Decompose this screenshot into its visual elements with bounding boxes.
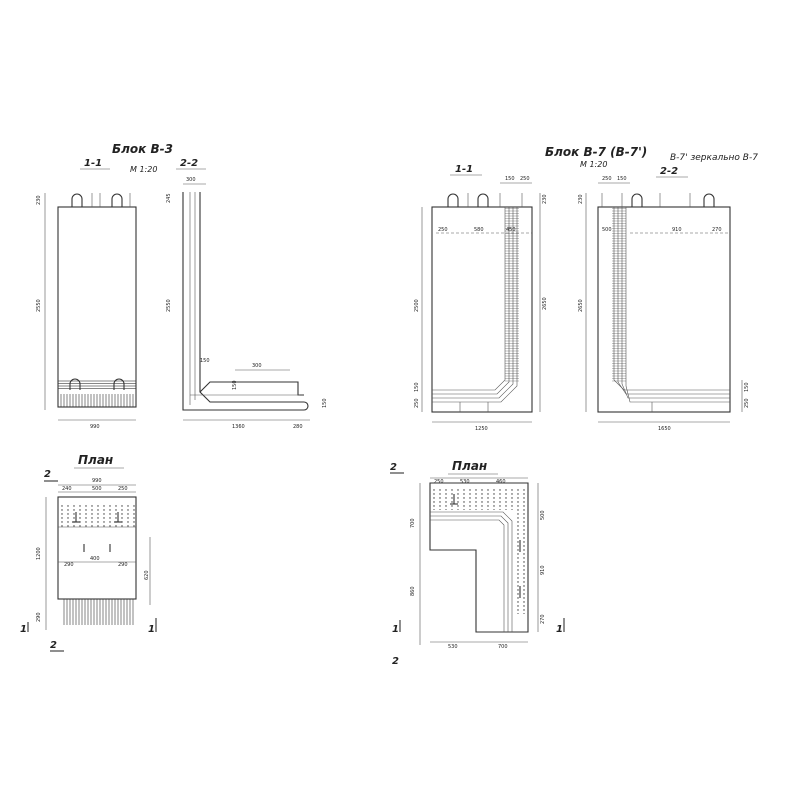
b7-s1-top-b: 250 bbox=[520, 176, 530, 182]
block-b7: Блок В-7 (В-7') М 1:20 В-7' зеркально В-… bbox=[390, 145, 758, 667]
b7-s2-inner-2: 270 bbox=[712, 227, 722, 233]
b3-plan-top-1: 240 bbox=[62, 486, 72, 492]
b3-plan-bottom: 290 bbox=[36, 612, 42, 622]
b3-cut-mark-right: 1 bbox=[148, 624, 155, 635]
b3-section-1-label: 1-1 bbox=[84, 158, 102, 169]
b3-cut-mark-top: 2 bbox=[44, 469, 51, 480]
b3-plan-top-2: 500 bbox=[92, 486, 102, 492]
b3-plan-mid-2: 400 bbox=[90, 556, 100, 562]
b7-plan-bottom-1: 530 bbox=[448, 644, 458, 650]
b3-dim-top: 230 bbox=[36, 195, 42, 205]
b7-s2-width: 1650 bbox=[658, 426, 671, 432]
b3-plan-right-h: 620 bbox=[144, 570, 150, 580]
b7-plan-bottom-2: 700 bbox=[498, 644, 508, 650]
b3-s2-base-h: 150 bbox=[322, 398, 328, 408]
block-b3: Блок В-3 М 1:20 1-1 2-2 230 2550 990 bbox=[20, 142, 328, 652]
b3-plan-mid-1: 290 bbox=[64, 562, 74, 568]
b7-s2-top-b: 150 bbox=[617, 176, 627, 182]
b3-section-1-1-elevation: 230 2550 990 bbox=[36, 193, 137, 430]
b7-section-2-2: 500 910 270 250 150 230 2650 150 250 165… bbox=[578, 176, 750, 432]
b7-s2-bot-a: 150 bbox=[744, 382, 750, 392]
b7-plan-right-1: 500 bbox=[540, 510, 546, 520]
b3-section-2-label: 2-2 bbox=[180, 158, 198, 169]
b7-s2-bot-b: 250 bbox=[744, 398, 750, 408]
b7-s2-left-top: 230 bbox=[578, 194, 584, 204]
b3-section-2-2-profile: 300 245 2550 150 300 150 1360 280 150 bbox=[166, 177, 328, 430]
b7-cut-mark-left: 1 bbox=[392, 624, 399, 635]
b7-s1-inner-2: 580 bbox=[474, 227, 484, 233]
b7-s1-width: 1250 bbox=[475, 426, 488, 432]
b7-section-1-1: 250 580 450 150 250 230 2650 2500 150 25… bbox=[414, 176, 548, 432]
b3-plan-top-3: 250 bbox=[118, 486, 128, 492]
b7-s1-bot-a: 150 bbox=[414, 382, 420, 392]
b3-plan-side-h: 1200 bbox=[36, 547, 42, 560]
b3-plan: План 990 240 500 250 1200 290 290 400 29… bbox=[20, 453, 157, 652]
b7-s1-inner-3: 450 bbox=[506, 227, 516, 233]
b3-s2-top-h: 245 bbox=[166, 193, 172, 203]
b3-s2-base-w: 1360 bbox=[232, 424, 245, 430]
b7-cut-mark-right: 1 bbox=[556, 624, 563, 635]
b7-title: Блок В-7 (В-7') bbox=[545, 145, 647, 159]
b3-plan-mid-3: 290 bbox=[118, 562, 128, 568]
b3-dim-height: 2550 bbox=[36, 299, 42, 312]
b7-s2-left-inner: 500 bbox=[602, 227, 612, 233]
b3-s2-w: 300 bbox=[252, 363, 262, 369]
b7-plan-right-2: 910 bbox=[540, 565, 546, 575]
b7-s2-inner-1: 910 bbox=[672, 227, 682, 233]
b7-cut-mark-top: 2 bbox=[390, 462, 397, 473]
b7-plan: План 250 530 460 700 860 500 910 270 530 bbox=[390, 459, 565, 667]
b7-plan-top-3: 460 bbox=[496, 479, 506, 485]
b7-plan-left-top: 700 bbox=[410, 518, 416, 528]
b7-s1-right-h: 2650 bbox=[542, 297, 548, 310]
b7-s1-inner-1: 250 bbox=[438, 227, 448, 233]
b3-s2-fillet: 150 bbox=[200, 358, 210, 364]
b7-mirror-note: В-7' зеркально В-7 bbox=[670, 153, 758, 163]
b3-title: Блок В-3 bbox=[112, 142, 173, 156]
b3-cut-mark-left: 1 bbox=[20, 624, 27, 635]
b7-s1-bot-b: 250 bbox=[414, 398, 420, 408]
b7-s1-right-top: 230 bbox=[542, 194, 548, 204]
b7-plan-left-bot: 860 bbox=[410, 586, 416, 596]
b7-s1-height: 2500 bbox=[414, 299, 420, 312]
b3-s2-top-w: 300 bbox=[186, 177, 196, 183]
b7-plan-top-2: 530 bbox=[460, 479, 470, 485]
b3-scale: М 1:20 bbox=[130, 165, 157, 174]
b7-s1-top-a: 150 bbox=[505, 176, 515, 182]
b3-plan-title: План bbox=[78, 453, 113, 467]
b7-section-2-label: 2-2 bbox=[660, 166, 678, 177]
b7-plan-title: План bbox=[452, 459, 487, 473]
b7-plan-top-1: 250 bbox=[434, 479, 444, 485]
b7-s2-top-a: 250 bbox=[602, 176, 612, 182]
b3-plan-top-total: 990 bbox=[92, 478, 102, 484]
b3-dim-width: 990 bbox=[90, 424, 100, 430]
b7-cut-mark-bottom: 2 bbox=[392, 656, 399, 667]
b3-s2-height: 2550 bbox=[166, 299, 172, 312]
b3-cut-mark-bottom: 2 bbox=[50, 640, 57, 651]
b7-section-1-label: 1-1 bbox=[455, 164, 473, 175]
b7-s2-height: 2650 bbox=[578, 299, 584, 312]
b3-s2-base-end: 280 bbox=[293, 424, 303, 430]
b7-plan-right-3: 270 bbox=[540, 614, 546, 624]
b7-scale: М 1:20 bbox=[580, 160, 607, 169]
b3-s2-h: 150 bbox=[232, 380, 238, 390]
